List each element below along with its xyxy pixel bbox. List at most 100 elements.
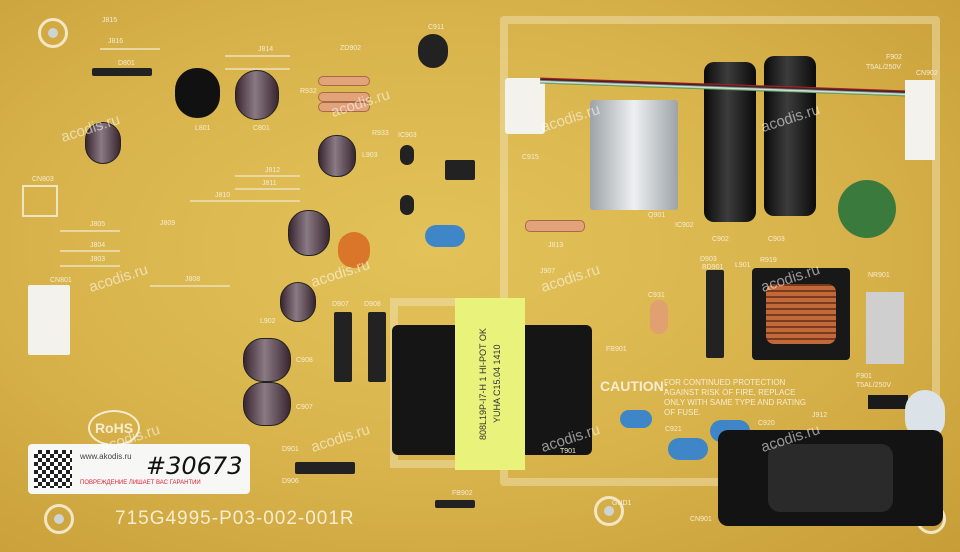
capacitor-l902 [280,282,316,322]
silk-line [225,68,290,70]
diode-d801 [92,68,152,76]
sticker-number: #30673 [146,452,243,480]
silk-line [60,265,120,267]
ref-label: IC903 [398,132,417,139]
ref-label: D801 [118,60,135,67]
ref-label: J808 [185,276,201,283]
capacitor-c908 [243,338,291,382]
silk-line [235,188,300,190]
capacitor [288,210,330,256]
warranty-sticker: www.akodis.ru #30673 ПОВРЕЖДЕНИЕ ЛИШАЕТ … [28,444,250,494]
capacitor-orange [338,232,370,268]
ref-label: D903 [700,256,717,263]
mounting-hole [44,504,74,534]
ref-label: J809 [160,220,176,227]
ref-label: R933 [372,130,389,137]
transistor-d903 [400,195,414,215]
ref-label: J912 [812,412,828,419]
silk-line [235,175,300,177]
qr-code-icon [34,450,72,488]
watermark: acodis.ru [308,421,373,456]
ref-label: C911 [428,24,445,31]
caution-title: CAUTION: [600,378,669,394]
connector-cn803-outline [22,185,58,217]
ref-label: CN803 [32,176,54,183]
fuse-rating: T5AL/250V [866,64,902,71]
diode-d906 [295,462,355,474]
capacitor-c931 [650,300,668,334]
ref-label: F902 [886,54,902,61]
ref-label: C902 [712,236,729,243]
capacitor [85,122,121,164]
ref-label: CN801 [50,277,72,284]
fuse-rating: T5AL/250V [856,382,892,389]
silk-line [190,200,300,202]
silk-line [100,48,160,50]
resistor-r933 [318,92,370,102]
resistor-r919 [525,220,585,232]
ceramic-capacitor [620,410,652,428]
ref-label: J815 [102,17,118,24]
capacitor-x [866,292,904,364]
gnd-hole [594,496,624,526]
resistor [318,102,370,112]
transformer-t901: 808L19P-I7-H 1 HI-POT OK YUHA C15.04 141… [455,298,525,470]
diode-d907 [334,312,352,382]
ref-label: D901 [282,446,299,453]
ref-label: L801 [195,125,211,132]
ref-label: GND1 [612,500,632,507]
ref-label: R919 [760,257,777,264]
ref-label: C931 [648,292,665,299]
ref-label: J813 [548,242,564,249]
silk-line [225,55,290,57]
mounting-hole [38,18,68,48]
ref-label: T901 [560,448,576,455]
ref-label: C903 [768,236,785,243]
ref-label: NR901 [868,272,890,279]
optocoupler-ic902 [445,160,475,180]
transformer-label: YUHA C15.04 1410 [492,344,502,424]
inductor-l901 [752,268,850,360]
ac-inlet-cn901[interactable] [718,430,943,526]
thermistor-nr901 [838,180,896,238]
capacitor-c903 [764,56,816,216]
ref-label: J803 [90,256,106,263]
silk-line [60,230,120,232]
ref-label: C908 [296,357,313,364]
ceramic-capacitor-c921 [668,438,708,460]
capacitor-c801 [235,70,279,120]
ref-label: J814 [258,46,274,53]
connector-cn902 [905,80,935,160]
ref-label: L901 [735,262,751,269]
sticker-warning: ПОВРЕЖДЕНИЕ ЛИШАЕТ ВАС ГАРАНТИИ [80,480,201,486]
inductor-l801 [175,68,220,118]
part-number: 715G4995-P03-002-001R [115,508,355,529]
ref-label: J804 [90,242,106,249]
ceramic-capacitor [425,225,465,247]
ref-label: C921 [665,426,682,433]
heatsink-q901 [590,100,678,210]
ref-label: J907 [540,268,556,275]
ref-label: BD901 [702,264,724,271]
connector-white [505,78,545,134]
fuse-f901 [868,395,908,409]
ref-label: J811 [262,180,277,187]
ferrite-fb902 [435,500,475,508]
ref-label: J810 [215,192,231,199]
sticker-url: www.akodis.ru [80,452,132,461]
silk-line [60,250,120,252]
ref-label: C915 [522,154,539,161]
ref-label: CN901 [690,516,712,523]
ref-label: ZD902 [340,45,362,52]
caution-text: FOR CONTINUED PROTECTION AGAINST RISK OF… [664,378,807,417]
ref-label: D908 [364,301,381,308]
diode-d908 [368,312,386,382]
ref-label: FB901 [606,346,627,353]
ref-label: FB902 [452,490,473,497]
transistor-ic903 [400,145,414,165]
ref-label: R932 [300,88,317,95]
silk-line [150,285,230,287]
ref-label: CN902 [916,70,938,77]
ref-label: F901 [856,373,872,380]
ref-label: D907 [332,301,349,308]
